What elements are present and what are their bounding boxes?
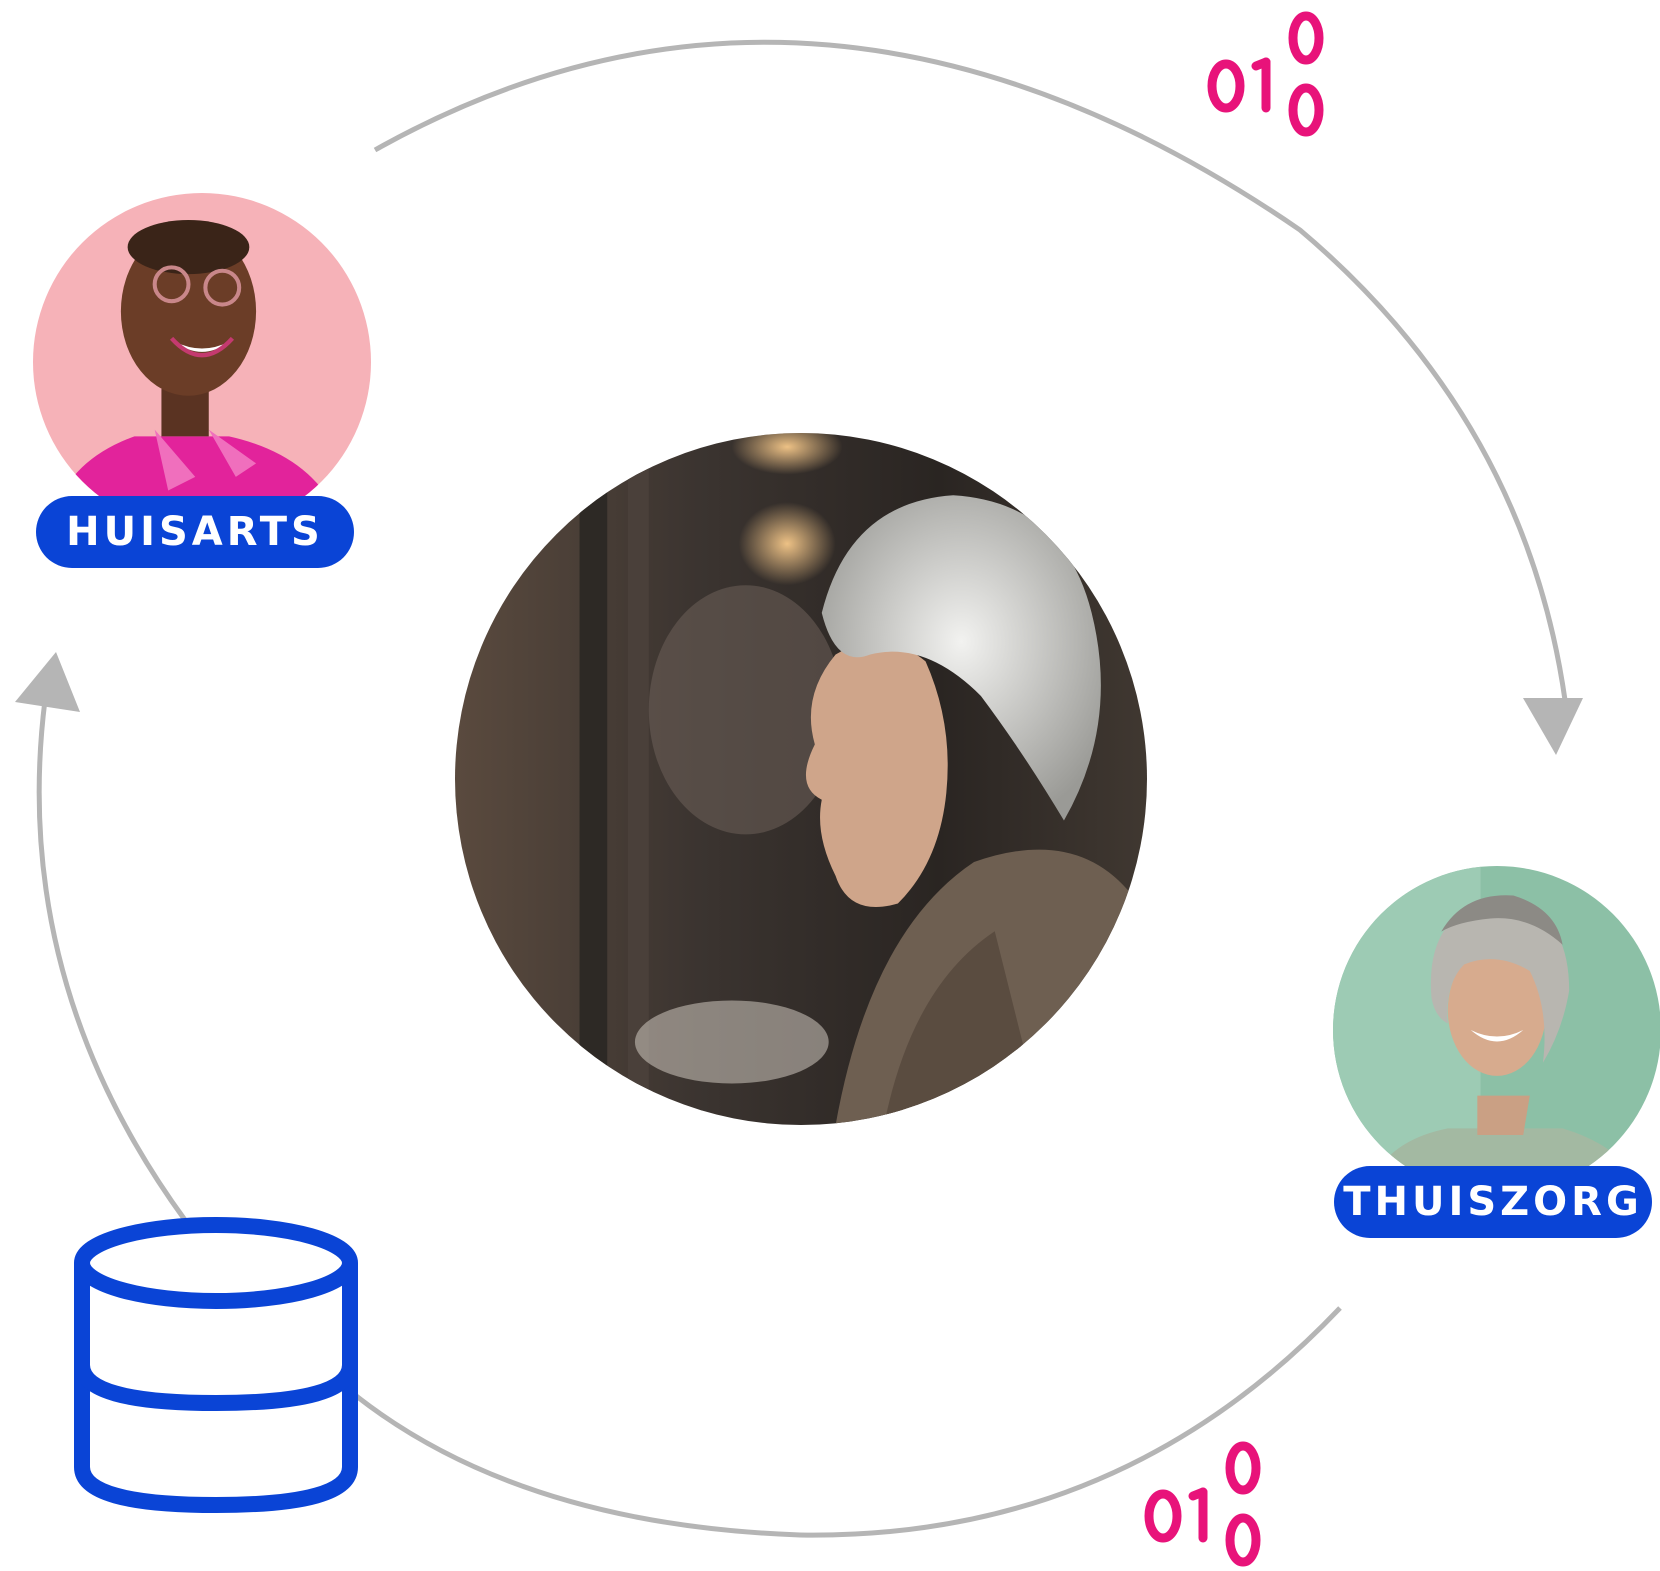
huisarts-photo	[33, 193, 371, 531]
binary-data-icon-top	[1200, 8, 1330, 138]
arrow-arc-top	[373, 39, 1568, 701]
arrow-head-left	[15, 652, 80, 712]
arrow-arc-bottom	[353, 1306, 1342, 1538]
thuiszorg-photo	[1333, 866, 1660, 1194]
arrow-arc-left	[36, 699, 188, 1222]
arrow-head-right	[1523, 698, 1583, 755]
database-icon	[74, 1217, 358, 1513]
thuiszorg-label: THUISZORG	[1334, 1166, 1652, 1238]
elderly-woman-photo	[455, 433, 1147, 1125]
binary-data-icon-bottom	[1137, 1438, 1267, 1568]
huisarts-label: HUISARTS	[36, 496, 354, 568]
